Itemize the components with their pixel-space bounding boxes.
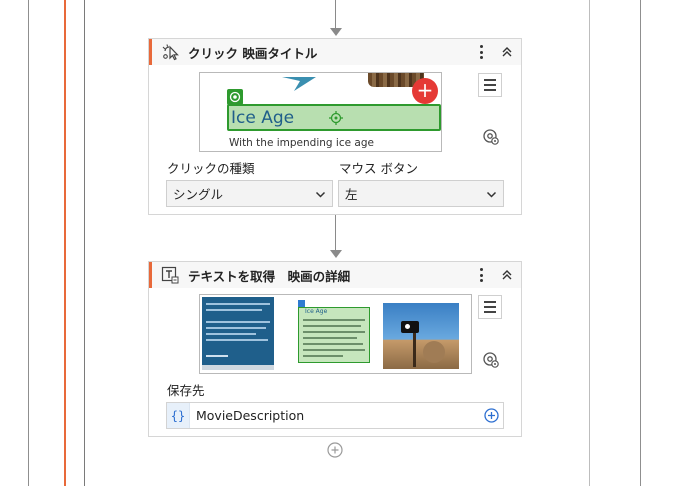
click-type-label: クリックの種類: [167, 161, 255, 176]
flow-arrow-top: [330, 28, 342, 36]
get-text-activity-header[interactable]: テキストを取得 映画の詳細: [149, 262, 521, 288]
sequence-inner-left: [84, 0, 85, 486]
kebab-menu-icon[interactable]: [473, 42, 489, 62]
cursor-click-icon: [160, 42, 180, 62]
airline-logo-image: [282, 77, 316, 91]
mouse-button-value: 左: [345, 187, 358, 202]
output-variable-field[interactable]: {} MovieDescription: [166, 402, 504, 429]
hamburger-icon[interactable]: [478, 295, 502, 319]
mouse-button-select[interactable]: 左: [338, 180, 504, 207]
click-type-select[interactable]: シングル: [166, 180, 333, 207]
text-extract-icon: [160, 265, 180, 285]
chevron-down-icon: [315, 191, 326, 198]
preview-subtext: With the impending ice age: [229, 137, 374, 149]
add-element-button[interactable]: +: [412, 78, 438, 104]
chevron-down-icon: [486, 191, 497, 198]
target-gear-icon[interactable]: [481, 350, 501, 370]
chevron-double-up-icon[interactable]: [499, 265, 515, 285]
selected-target-text: Ice Age: [231, 108, 295, 128]
outer-frame-left: [28, 0, 29, 486]
click-target-screenshot[interactable]: + Ice Age With the impending ice age: [199, 72, 442, 152]
output-label: 保存先: [167, 383, 205, 398]
movie-thumbnail-image: [368, 73, 424, 87]
hamburger-icon[interactable]: [478, 73, 502, 97]
crosshair-icon: [329, 111, 343, 125]
click-activity-title: クリック 映画タイトル: [188, 45, 318, 61]
outer-frame-right: [640, 0, 641, 486]
get-text-target-screenshot[interactable]: Ice Age: [199, 294, 472, 374]
click-type-value: シングル: [173, 187, 224, 202]
movie-poster-image: [383, 303, 459, 369]
flow-arrow-middle: [330, 250, 342, 258]
add-activity-plus-icon[interactable]: [327, 442, 343, 458]
chevron-double-up-icon[interactable]: [499, 42, 515, 62]
variable-brace-icon: {}: [167, 403, 190, 428]
mouse-button-label: マウス ボタン: [339, 161, 418, 176]
plus-circle-icon[interactable]: [484, 408, 499, 423]
output-variable-value: MovieDescription: [196, 408, 305, 423]
sequence-accent-line: [64, 0, 66, 486]
get-text-activity-title: テキストを取得 映画の詳細: [188, 268, 351, 284]
highlight-label-text: Ice Age: [305, 308, 328, 315]
highlighted-text-block: Ice Age: [298, 300, 370, 363]
highlight-badge: [298, 300, 305, 307]
kebab-menu-icon[interactable]: [473, 265, 489, 285]
selected-target-element[interactable]: Ice Age: [227, 104, 441, 131]
target-badge-icon: [227, 89, 243, 105]
flow-connector-middle: [335, 215, 336, 251]
left-panel-image: [202, 297, 274, 370]
sequence-inner-right: [589, 0, 590, 486]
flow-connector-top: [335, 0, 336, 28]
target-gear-icon[interactable]: [481, 127, 501, 147]
click-activity-header[interactable]: クリック 映画タイトル: [149, 39, 521, 65]
